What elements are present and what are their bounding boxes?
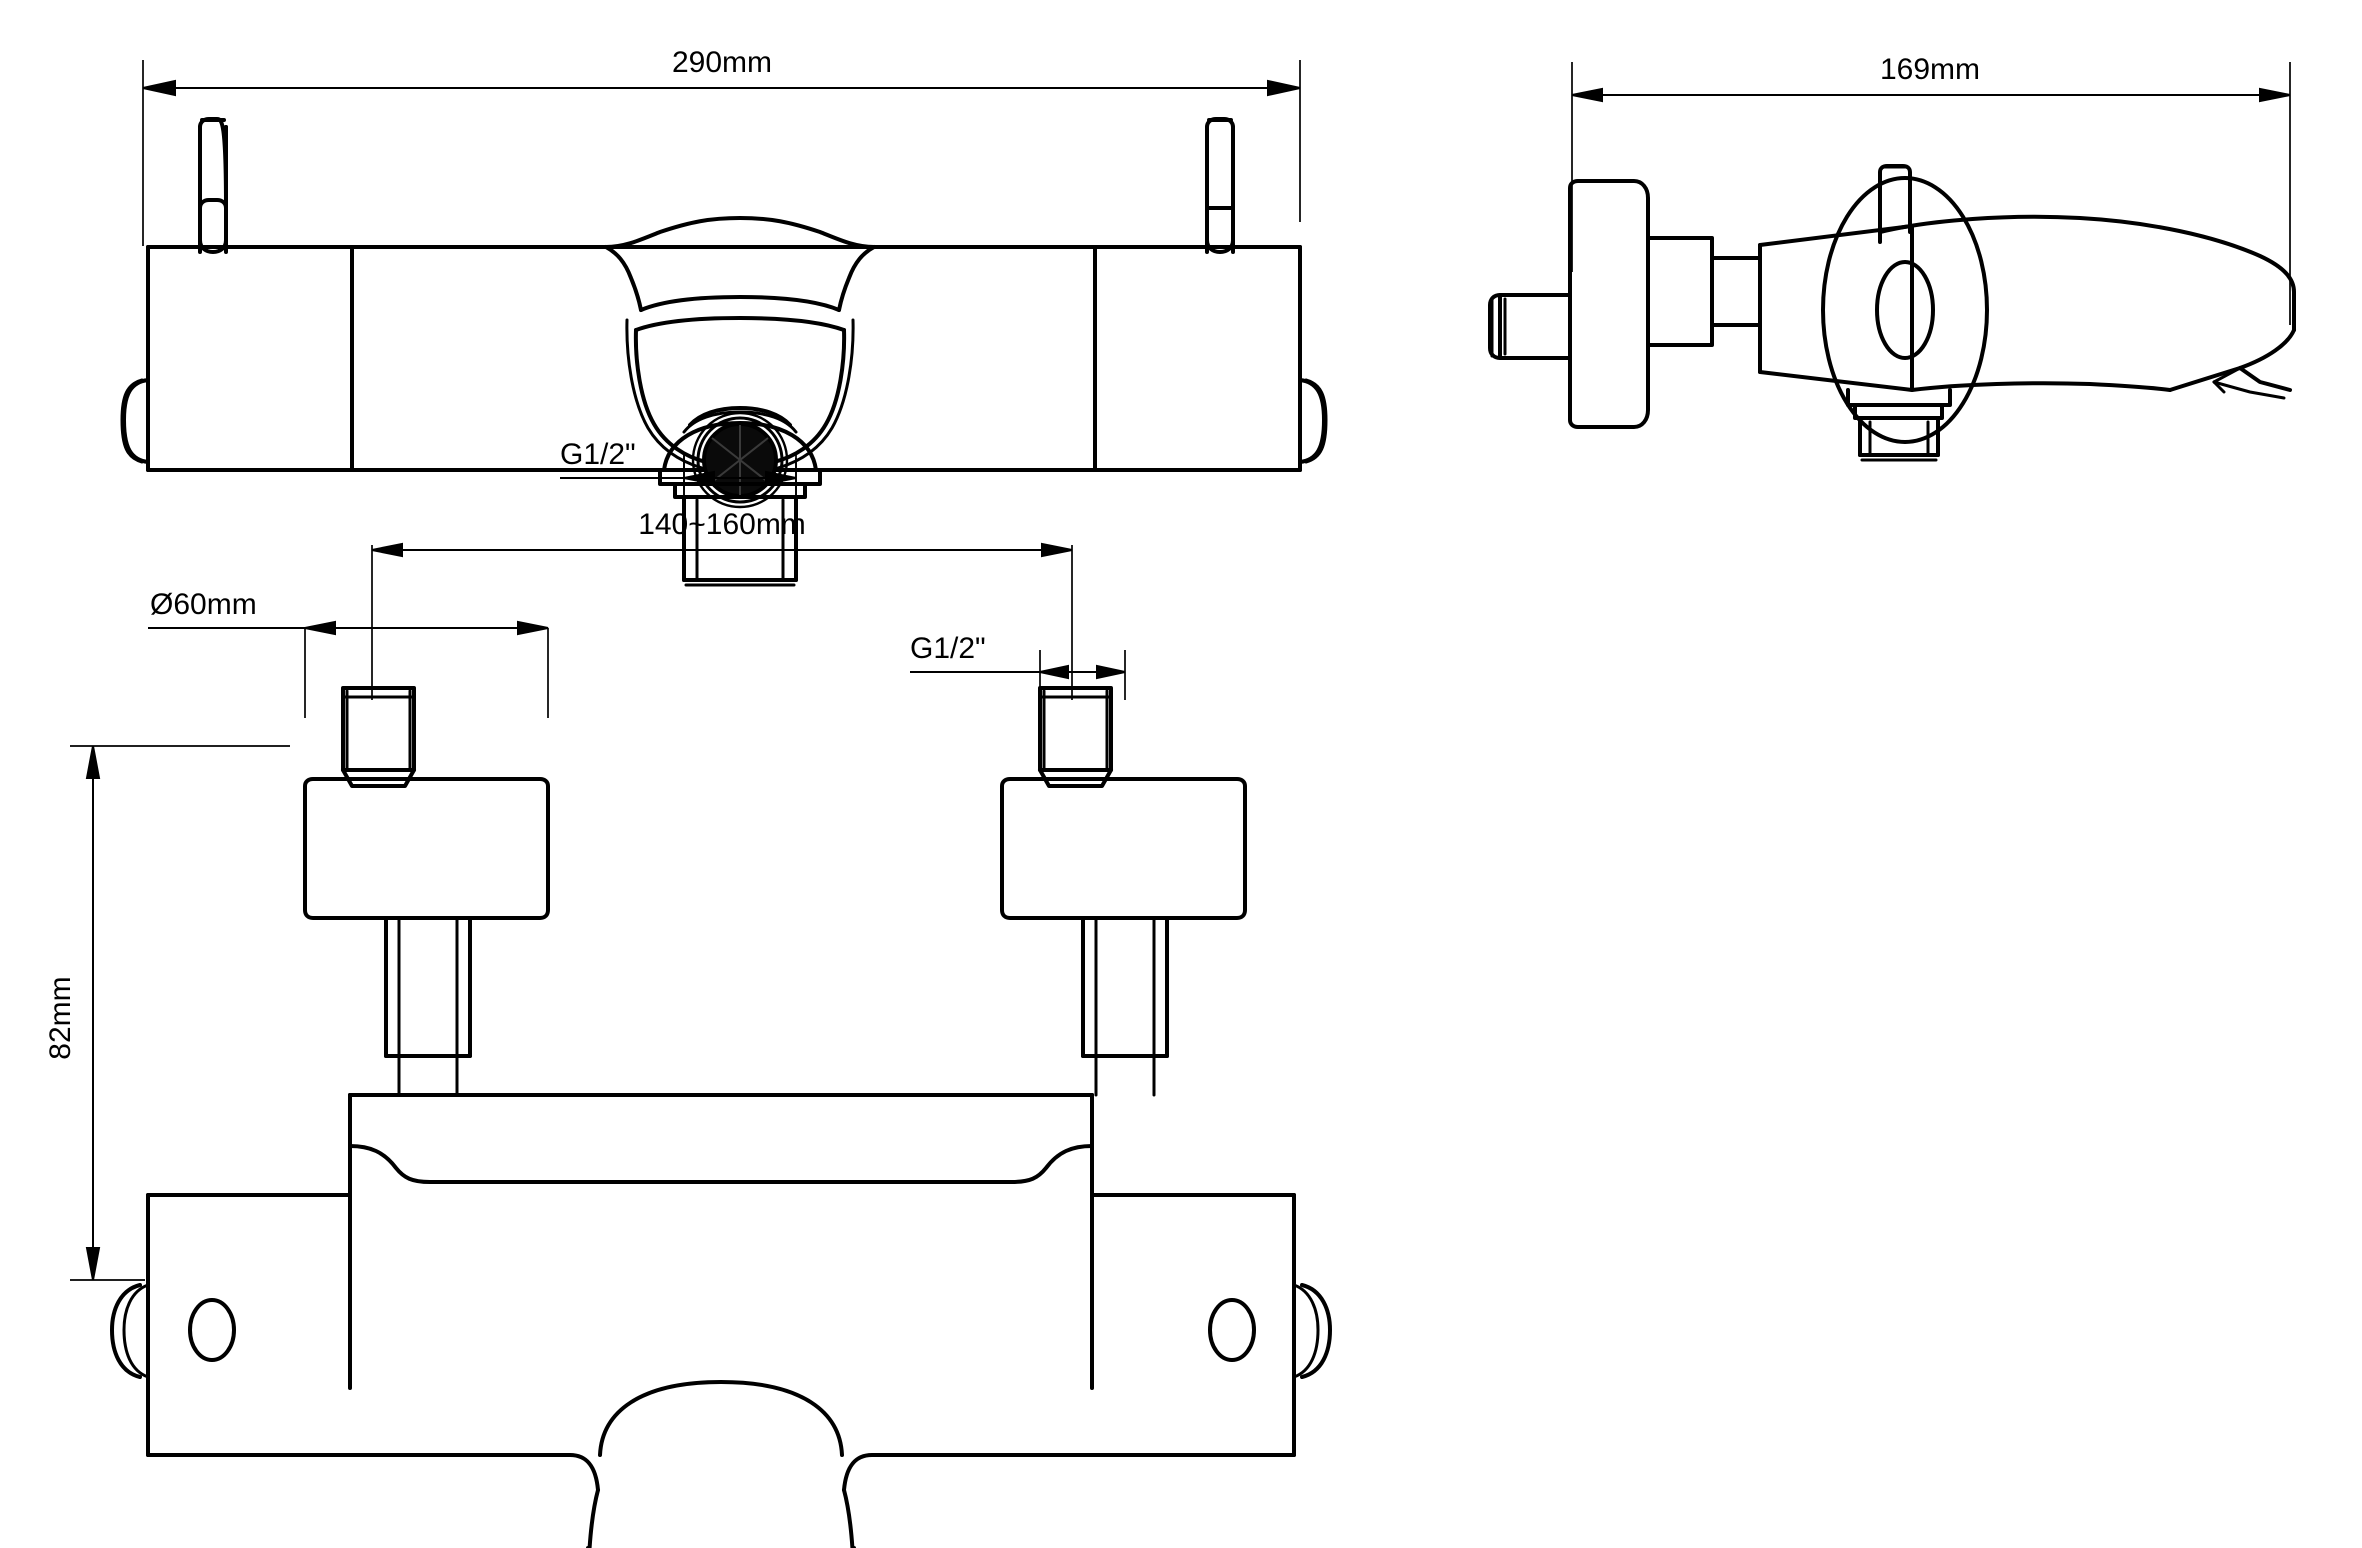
top-view: 290mm	[120, 46, 1328, 587]
dimension-inlet-thread: G1/2"	[910, 632, 1126, 700]
dimension-outlet-thread: G1/2"	[560, 438, 797, 505]
dimension-body-height: 82mm	[44, 745, 290, 1281]
dimension-label-side-projection: 169mm	[1880, 53, 1980, 86]
right-eccentric-union	[1000, 686, 1247, 1097]
dimension-side-projection: 169mm	[1571, 53, 2291, 325]
dimension-label-overall-length: 290mm	[672, 46, 772, 79]
left-eccentric-union	[303, 686, 550, 1097]
dimension-escutcheon-diameter: Ø60mm	[148, 588, 549, 718]
dimension-label-escutcheon-diameter: Ø60mm	[150, 588, 257, 621]
dimension-label-outlet-thread: G1/2"	[560, 438, 636, 471]
dimension-label-inlet-thread: G1/2"	[910, 632, 986, 665]
dimension-label-body-height: 82mm	[44, 976, 77, 1059]
dimension-inlet-centres: 140~160mm	[371, 508, 1073, 700]
bottom-view: 140~160mm Ø60mm G1/2"	[44, 508, 1332, 1548]
mixer-body-front	[110, 1093, 1332, 1548]
side-view: 169mm	[1488, 53, 2296, 462]
dimension-label-inlet-centres: 140~160mm	[638, 508, 806, 541]
dimension-overall-length: 290mm	[142, 46, 1301, 246]
